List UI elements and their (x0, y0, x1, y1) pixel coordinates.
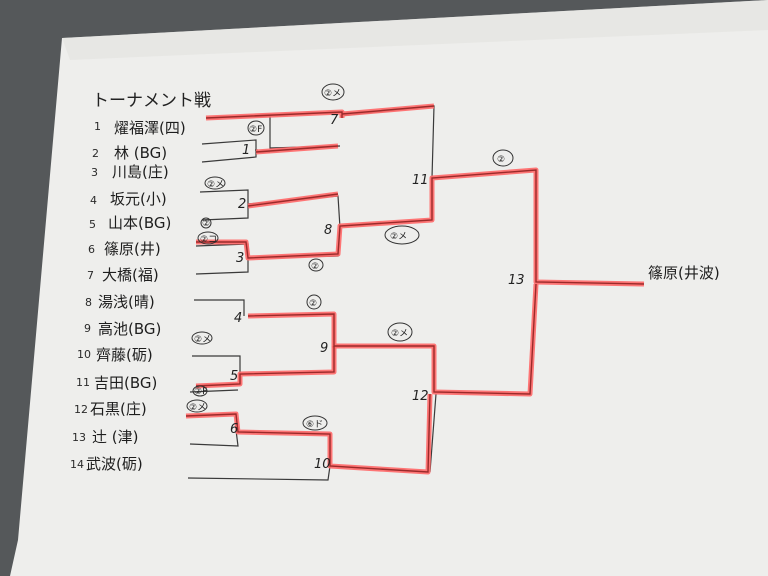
player-seed: 7 (87, 269, 94, 282)
score-annotation: ② (311, 262, 319, 272)
match-number: 8 (324, 223, 332, 238)
player-seed: 8 (85, 296, 92, 309)
score-annotation: ②メ (194, 335, 211, 345)
player-seed: 1 (94, 120, 101, 133)
match-number: 6 (230, 422, 238, 437)
score-annotation: ②F (194, 387, 207, 397)
score-annotation: ② (497, 155, 505, 165)
player-name: 齊藤(砺) (96, 346, 153, 364)
match-number: 9 (320, 341, 328, 356)
score-annotation: ②メ (390, 232, 407, 242)
score-annotation: ②メ (324, 89, 341, 99)
player-name: 辻 (津) (92, 428, 138, 446)
player-name: 川島(庄) (112, 163, 169, 181)
match-number: 13 (508, 273, 525, 288)
player-seed: 12 (74, 403, 88, 416)
score-annotation: ② (202, 219, 210, 229)
bracket-title: トーナメント戦 (92, 91, 211, 111)
score-annotation: ②メ (207, 180, 224, 190)
player-name: 大橋(福) (102, 266, 159, 284)
player-seed: 3 (91, 166, 98, 179)
player-seed: 6 (88, 243, 95, 256)
player-name: 湯浅(晴) (98, 293, 155, 311)
player-name: 高池(BG) (98, 320, 161, 338)
match-number: 11 (412, 173, 429, 188)
match-numbers: 1 2 3 4 5 6 7 8 9 10 11 12 13 (230, 113, 525, 472)
score-annotations: ②メ ②F ②メ ② ②コ ② ②メ ②メ ② ②メ ②F ⑥ド ②メ ② (186, 83, 514, 431)
score-annotation: ②メ (391, 329, 408, 339)
player-seed: 11 (76, 376, 90, 389)
player-seed: 13 (72, 431, 86, 444)
match-number: 2 (238, 197, 246, 212)
match-number: 12 (412, 389, 429, 404)
player-seed: 4 (90, 194, 97, 207)
match-number: 4 (234, 311, 242, 326)
player-seed: 10 (77, 348, 91, 361)
player-seed: 14 (70, 458, 84, 471)
match-number: 10 (314, 457, 331, 472)
player-seed: 9 (84, 322, 91, 335)
player-name: 林 (BG) (114, 144, 167, 162)
player-name: 石黒(庄) (90, 400, 147, 418)
score-annotation: ⑥ド (306, 420, 323, 430)
match-number: 7 (330, 113, 339, 128)
match-number: 1 (242, 143, 250, 158)
winner-path (185, 103, 645, 475)
player-name: 燿福澤(四) (114, 119, 186, 137)
paper-sheet (10, 0, 768, 576)
score-annotation: ②コ (200, 235, 217, 245)
champion-name: 篠原(井波) (648, 264, 720, 282)
score-annotation: ② (309, 299, 317, 309)
player-name: 篠原(井) (104, 240, 161, 258)
paper-shadow (62, 0, 768, 60)
player-seed: 2 (92, 147, 99, 160)
player-seed: 5 (89, 218, 96, 231)
score-annotation: ②F (249, 125, 262, 135)
player-name: 坂元(小) (110, 190, 167, 208)
score-annotation: ②メ (189, 403, 206, 413)
player-name: 吉田(BG) (94, 374, 157, 392)
match-number: 3 (236, 251, 244, 266)
match-number: 5 (230, 369, 238, 384)
player-list: 1 燿福澤(四) 2 林 (BG) 3 川島(庄) 4 坂元(小) 5 山本(B… (70, 119, 186, 473)
player-name: 武波(砺) (86, 455, 143, 473)
player-name: 山本(BG) (108, 214, 171, 232)
